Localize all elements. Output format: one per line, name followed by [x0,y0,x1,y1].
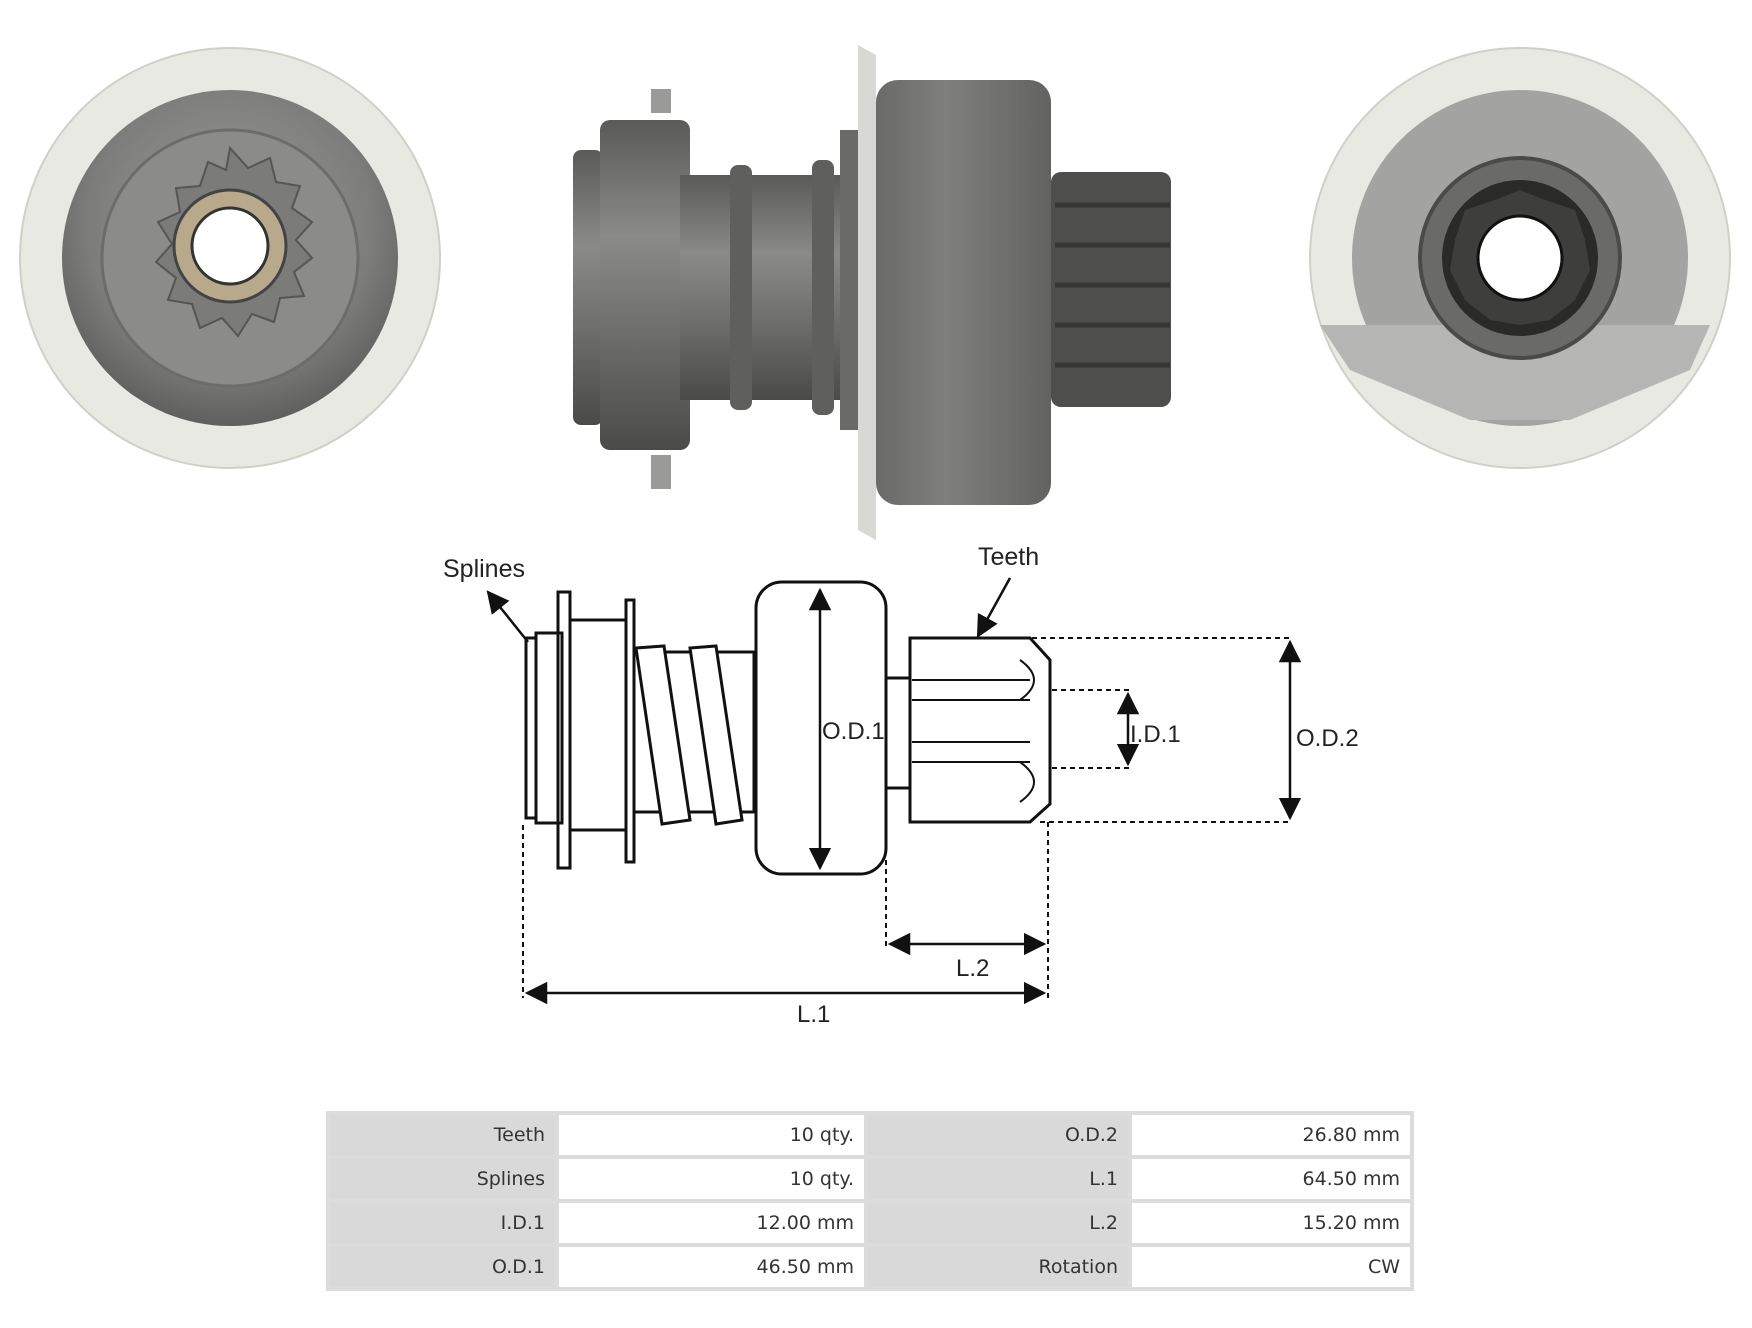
spec-value: 64.50 mm [1132,1159,1410,1199]
od1-label: O.D.1 [822,718,885,745]
product-photos [19,45,1731,540]
spec-label: Splines [330,1159,555,1199]
collar-outline [534,631,564,825]
spec-label: O.D.1 [330,1247,555,1287]
spec-label: Teeth [330,1115,555,1155]
spec-label: L.1 [868,1159,1128,1199]
spec-label: O.D.2 [868,1115,1128,1155]
spec-value: 46.50 mm [559,1247,864,1287]
l2-label: L.2 [956,955,989,982]
teeth-callout: Teeth [978,543,1039,571]
splines-callout: Splines [443,555,525,583]
front-view-photo [19,47,441,469]
spec-value: 10 qty. [559,1159,864,1199]
spec-table: Teeth 10 qty. O.D.2 26.80 mm Splines 10 … [326,1111,1414,1291]
pinion-outline [908,636,1052,824]
spec-value: 15.20 mm [1132,1203,1410,1243]
spec-value: 12.00 mm [559,1203,864,1243]
spec-value: CW [1132,1247,1410,1287]
table-row: I.D.1 12.00 mm L.2 15.20 mm [330,1203,1410,1243]
side-view-photo [573,45,1171,540]
teeth-leader [976,577,1012,638]
id1-label: I.D.1 [1130,721,1181,748]
table-row: O.D.1 46.50 mm Rotation CW [330,1247,1410,1287]
l1-label: L.1 [797,1001,830,1028]
table-row: Splines 10 qty. L.1 64.50 mm [330,1159,1410,1199]
spec-value: 26.80 mm [1132,1115,1410,1155]
spec-label: Rotation [868,1247,1128,1287]
dimension-diagram: Splines Teeth O.D.1 I.D.1 O.D.2 L.2 L.1 [443,543,1359,1028]
spec-label: L.2 [868,1203,1128,1243]
rear-view-photo [1309,47,1731,469]
od2-label: O.D.2 [1296,725,1359,752]
table-row: Teeth 10 qty. O.D.2 26.80 mm [330,1115,1410,1155]
spec-label: I.D.1 [330,1203,555,1243]
spec-value: 10 qty. [559,1115,864,1155]
splines-leader [486,590,529,643]
